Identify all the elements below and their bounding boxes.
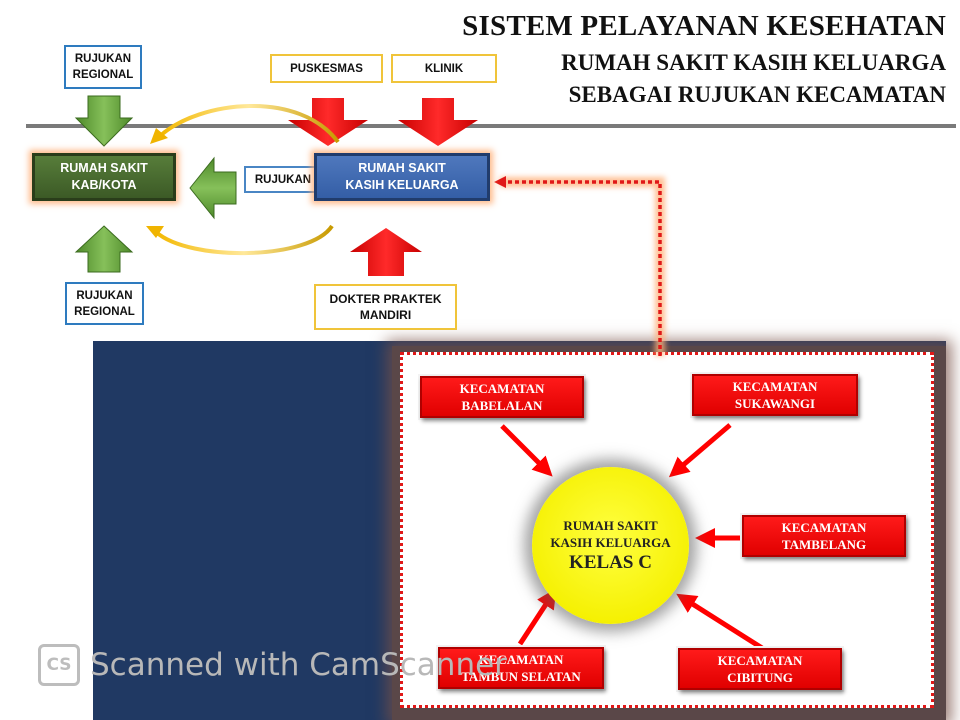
dotted-link-glow (500, 177, 665, 356)
center-class: KELAS C (569, 551, 652, 573)
rs-kasih-keluarga-center: RUMAH SAKIT KASIH KELUARGA KELAS C (532, 467, 689, 624)
dokter-praktek-box: DOKTER PRAKTEK MANDIRI (314, 284, 457, 330)
kecamatan-tambelang: KECAMATAN TAMBELANG (742, 515, 906, 557)
divider-line (26, 124, 956, 128)
dotted-link-head (494, 176, 506, 188)
curve-arrow-bottom-head (146, 226, 164, 238)
camscanner-watermark: CS Scanned with CamScanner (38, 644, 507, 686)
kecamatan-cibitung: KECAMATAN CIBITUNG (678, 648, 842, 690)
title-line-3: SEBAGAI RUJUKAN KECAMATAN (568, 82, 946, 107)
arrow-tambun-selatan (517, 588, 557, 646)
dotted-link (502, 180, 662, 356)
center-line-2: KASIH KELUARGA (550, 534, 671, 550)
title-line-1: SISTEM PELAYANAN KESEHATAN (462, 10, 946, 42)
rujukan-regional-top: RUJUKAN REGIONAL (64, 45, 142, 89)
puskesmas-box: PUSKESMAS (270, 54, 383, 83)
arrow-cibitung (676, 593, 764, 651)
rs-kasih-keluarga-block: RUMAH SAKIT KASIH KELUARGA (314, 153, 490, 201)
regional-arrow-down (74, 95, 134, 147)
klinik-arrow (398, 98, 478, 146)
klinik-box: KLINIK (391, 54, 497, 83)
rujukan-regional-bottom: RUJUKAN REGIONAL (65, 282, 144, 325)
title-line-2: RUMAH SAKIT KASIH KELUARGA (561, 50, 946, 75)
kecamatan-sukawangi: KECAMATAN SUKAWANGI (692, 374, 858, 416)
rujukan-label: RUJUKAN (244, 166, 320, 193)
arrow-babelalan (500, 424, 553, 477)
regional-arrow-up (74, 225, 134, 273)
arrow-sukawangi (668, 423, 732, 478)
rs-kab-kota-block: RUMAH SAKIT KAB/KOTA (32, 153, 176, 201)
curve-arrow-bottom (154, 224, 334, 256)
rujukan-arrow-left (189, 156, 237, 220)
puskesmas-arrow (288, 98, 368, 146)
kecamatan-tambun-selatan: KECAMATAN TAMBUN SELATAN (438, 647, 604, 689)
center-line-1: RUMAH SAKIT (563, 517, 658, 533)
watermark-text: Scanned with CamScanner (90, 647, 507, 683)
camscanner-logo-icon: CS (38, 644, 80, 686)
kecamatan-babelalan: KECAMATAN BABELALAN (420, 376, 584, 418)
curve-arrow-top (158, 104, 340, 144)
curve-arrow-top-head (150, 128, 168, 144)
dokter-praktek-arrow (350, 228, 422, 276)
